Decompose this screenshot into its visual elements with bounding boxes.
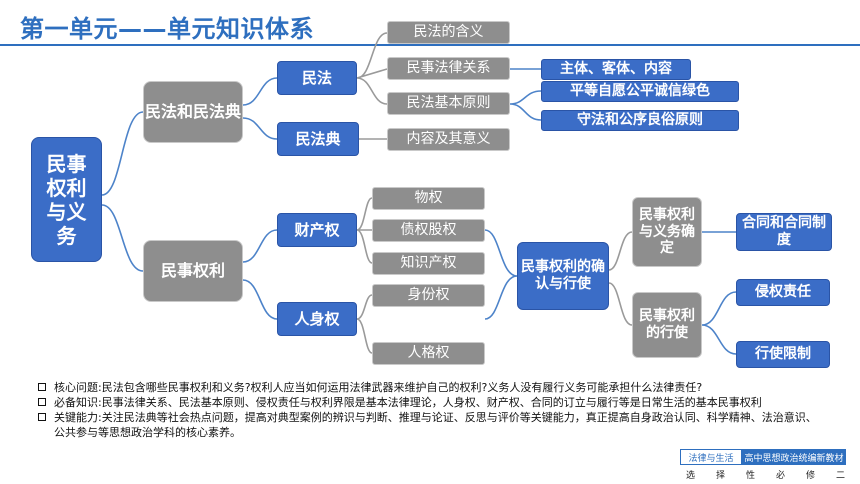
leaf-civil-legal-relation: 民事法律关系 [387, 57, 510, 80]
node-civil-law: 民法 [277, 61, 357, 95]
leaf-tort-liability: 侵权责任 [736, 279, 830, 306]
page-title: 第一单元——单元知识体系 [20, 15, 314, 43]
connector-property-items [356, 197, 373, 264]
checkbox-square-icon [38, 413, 46, 421]
node-rights-confirmation-exercise: 民事权利的确认与行使 [517, 242, 609, 310]
footer-book-badge: 法律与生活 [680, 449, 742, 465]
leaf-status-rights: 身份权 [372, 284, 485, 307]
leaf-civil-law-principles: 民法基本原则 [387, 92, 510, 115]
connector-minfa-items [356, 32, 388, 105]
leaf-code-content-significance: 内容及其意义 [387, 128, 510, 151]
connector-items-confirmation [484, 229, 518, 320]
node-civil-code: 民法典 [277, 122, 359, 156]
leaf-intellectual-property: 知识产权 [372, 252, 485, 275]
note-core-question: 核心问题:民法包含哪些民事权利和义务?权利人应当如何运用法律武器来维护自己的权利… [34, 380, 824, 395]
checkbox-square-icon [38, 383, 46, 391]
connector-personal-items [356, 294, 373, 354]
connector-rights-property [242, 229, 278, 263]
leaf-contract-system: 合同和合同制度 [736, 213, 832, 251]
connector-rights-personal [242, 279, 278, 320]
branch-civil-law-and-code: 民法和民法典 [143, 81, 243, 143]
connector-root-rights [101, 204, 144, 272]
connector-law-minfadian [242, 117, 278, 140]
title-divider [0, 44, 860, 46]
connector-root-law [101, 111, 144, 196]
notes-section: 核心问题:民法包含哪些民事权利和义务?权利人应当如何运用法律武器来维护自己的权利… [34, 380, 824, 440]
note-key-abilities: 关键能力:关注民法典等社会热点问题，提高对典型案例的辨识与判断、推理与论证、反思… [34, 410, 824, 440]
leaf-subject-object-content: 主体、客体、内容 [541, 59, 691, 80]
checkbox-square-icon [38, 398, 46, 406]
branch-civil-rights: 民事权利 [143, 240, 243, 302]
node-property-rights: 财产权 [277, 213, 357, 247]
node-rights-obligations-determination: 民事权利与义务确定 [632, 197, 702, 267]
root-node: 民事权利与义务 [31, 137, 102, 262]
note-essential-knowledge: 必备知识:民事法律关系、民法基本原则、侵权责任与权利界限是基本法律理论，人身权、… [34, 395, 824, 410]
connector-principles [509, 90, 542, 121]
leaf-personality-rights: 人格权 [372, 342, 485, 365]
leaf-principle-equality: 平等自愿公平诚信绿色 [541, 81, 739, 102]
footer-subtitle: 选择性必修二 [686, 471, 860, 481]
node-rights-exercise: 民事权利的行使 [632, 292, 702, 358]
connector-confirmation-subs [608, 231, 633, 326]
node-personal-rights: 人身权 [277, 302, 357, 336]
connector-law-minfa [242, 77, 278, 106]
footer-series-badge: 高中思想政治统编新教材 [742, 449, 846, 465]
leaf-real-rights: 物权 [372, 187, 485, 210]
leaf-exercise-limits: 行使限制 [736, 341, 830, 368]
leaf-civil-law-meaning: 民法的含义 [387, 21, 510, 44]
leaf-creditor-equity-rights: 债权股权 [372, 219, 485, 242]
connector-subb-details [701, 291, 737, 355]
leaf-principle-law-order: 守法和公序良俗原则 [541, 110, 739, 131]
